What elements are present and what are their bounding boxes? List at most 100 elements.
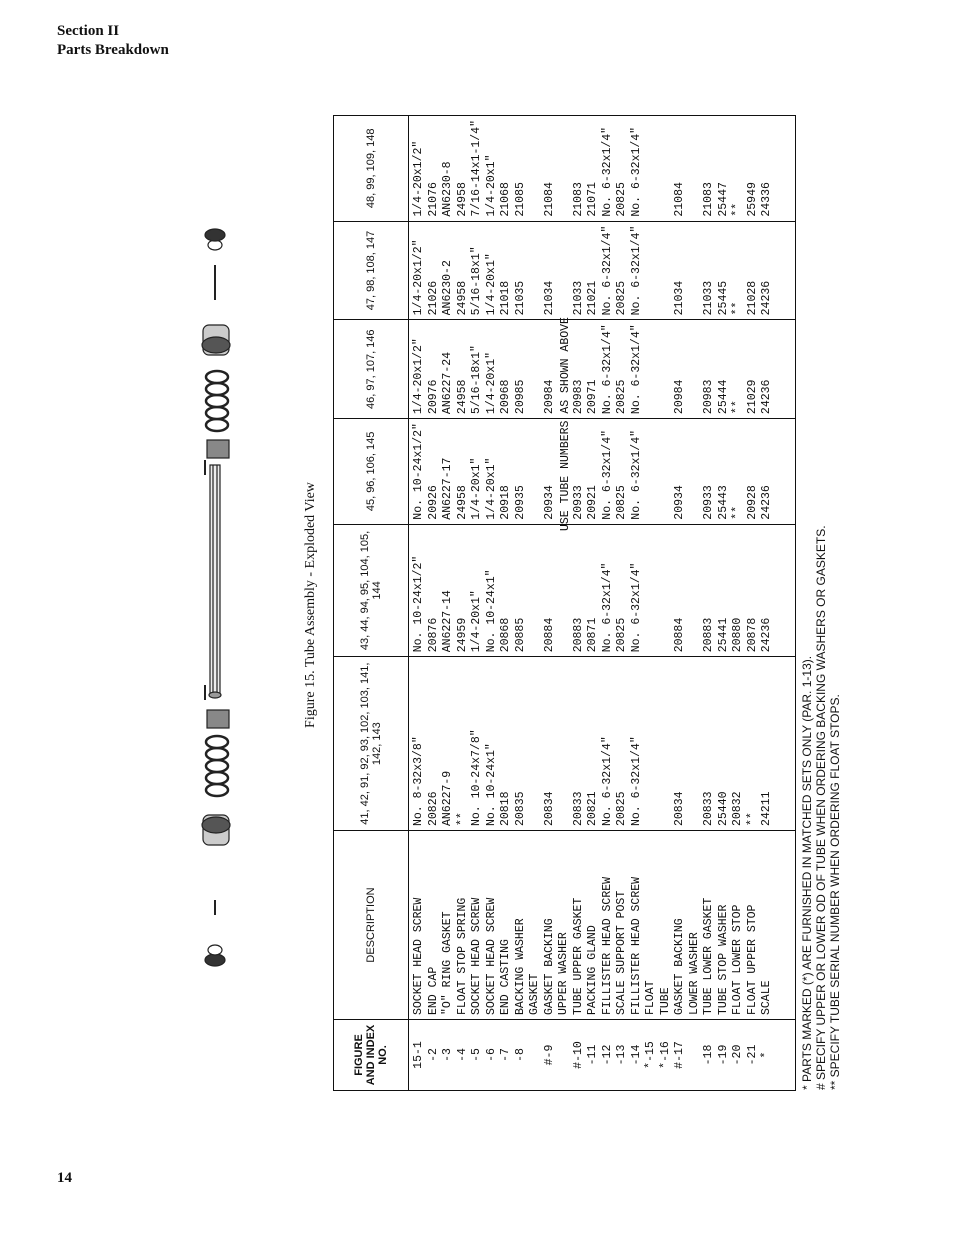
cell-c1 bbox=[659, 661, 674, 826]
cell-c6 bbox=[528, 120, 543, 217]
cell-c5: 21026 bbox=[426, 280, 440, 316]
cell-desc: TUBE UPPER GASKET bbox=[571, 897, 585, 1015]
use-tube-note: USE TUBE NUMBERS AS SHOWN ABOVE bbox=[559, 317, 572, 531]
cell-c5: 24236 bbox=[760, 280, 773, 316]
cell-fig bbox=[528, 1024, 543, 1086]
cell-fig bbox=[557, 1024, 572, 1086]
cell-fig: * bbox=[760, 1051, 773, 1059]
cell-c1: ** bbox=[455, 812, 469, 826]
cell-c3: No. 6-32x1/4" bbox=[629, 429, 643, 520]
cell-c4: AN6227-24 bbox=[441, 351, 454, 415]
cell-c4: 24958 bbox=[455, 379, 469, 415]
cell-c6: 21071 bbox=[586, 182, 599, 217]
section-label: Section II bbox=[57, 23, 120, 39]
cell-c6: No. 6-32x1/4" bbox=[600, 126, 614, 217]
cell-c6: No. 6-32x1/4" bbox=[629, 126, 643, 217]
cell-c3: 20825 bbox=[615, 485, 628, 520]
header-figure: FIGURE AND INDEX NO. bbox=[333, 1019, 409, 1091]
cell-fig: -19 bbox=[716, 1044, 730, 1066]
cell-c2: 20884 bbox=[673, 617, 686, 653]
cell-c3: 25443 bbox=[716, 485, 730, 520]
cell-c4: 1/4-20x1/2" bbox=[412, 338, 425, 415]
cell-desc: SCALE bbox=[760, 980, 773, 1015]
cell-c3: 1/4-20x1" bbox=[470, 457, 483, 520]
cell-c5: ** bbox=[731, 301, 744, 316]
cell-c4: 20968 bbox=[499, 379, 512, 415]
cell-c6: 24958 bbox=[455, 182, 469, 217]
cell-c2 bbox=[528, 529, 543, 653]
cell-c2: 20883 bbox=[702, 617, 715, 653]
section-title: Parts Breakdown bbox=[57, 42, 169, 58]
cell-c5 bbox=[659, 226, 674, 316]
cell-fig: -18 bbox=[702, 1044, 715, 1066]
cell-desc: GASKET bbox=[528, 973, 541, 1015]
cell-fig: -3 bbox=[441, 1048, 454, 1062]
cell-c3: 20933 bbox=[702, 485, 715, 520]
cell-c6 bbox=[659, 120, 674, 217]
cell-c5: No. 6-32x1/4" bbox=[600, 225, 614, 316]
cell-c4: 20971 bbox=[586, 379, 599, 415]
cell-fig: -12 bbox=[600, 1044, 614, 1066]
cell-c4: 20976 bbox=[426, 379, 440, 415]
cell-c2: 20880 bbox=[731, 617, 744, 653]
cell-fig: -21 bbox=[745, 1044, 759, 1066]
cell-c5 bbox=[528, 226, 543, 316]
parts-table: FIGURE AND INDEX NO. DESCRIPTION 41, 42,… bbox=[333, 115, 796, 1091]
cell-c5: 21033 bbox=[702, 280, 715, 316]
cell-c4: 20825 bbox=[615, 379, 628, 415]
cell-c5: 21034 bbox=[542, 280, 556, 316]
cell-c5: 1/4-20x1" bbox=[484, 253, 498, 316]
cell-c3: 20928 bbox=[745, 485, 759, 520]
cell-fig: -13 bbox=[615, 1044, 628, 1066]
cell-c5: AN6230-2 bbox=[441, 260, 454, 316]
cell-c1: No. 6-32x1/4" bbox=[600, 736, 614, 826]
cell-desc: FLOAT LOWER STOP bbox=[731, 904, 744, 1015]
cell-c5: 21033 bbox=[571, 280, 585, 316]
cell-fig: #-10 bbox=[571, 1041, 585, 1069]
cell-c6: 25949 bbox=[745, 182, 759, 217]
cell-c5: 21021 bbox=[586, 280, 599, 316]
cell-c6: 1/4-20x1/2" bbox=[412, 140, 425, 217]
cell-c3: 20918 bbox=[499, 485, 512, 520]
cell-c2 bbox=[644, 529, 659, 653]
cell-c1 bbox=[528, 661, 543, 826]
cell-c5: 25445 bbox=[716, 280, 730, 316]
cell-c3: 20921 bbox=[586, 485, 599, 520]
cell-desc: SOCKET HEAD SCREW bbox=[470, 897, 483, 1015]
cell-desc: TUBE LOWER GASKET bbox=[702, 897, 715, 1015]
header-col1: 41, 42, 91, 92, 93, 102, 103, 141, 142, … bbox=[333, 656, 409, 831]
cell-desc: SCALE SUPPORT POST bbox=[615, 890, 628, 1015]
cell-c3 bbox=[644, 423, 659, 520]
cell-c6 bbox=[688, 120, 703, 217]
cell-c2: 20885 bbox=[513, 617, 527, 653]
cell-c1: No. 10-24x7/8" bbox=[470, 729, 483, 826]
cell-c2: 20883 bbox=[571, 617, 585, 653]
cell-c2: No. 6-32x1/4" bbox=[600, 562, 614, 653]
cell-c5: 21034 bbox=[673, 280, 686, 316]
cell-c2: 1/4-20x1" bbox=[470, 590, 483, 653]
cell-c6: 21084 bbox=[542, 182, 556, 217]
cell-c5: 1/4-20x1/2" bbox=[412, 239, 425, 316]
parts-table-wrap: FIGURE AND INDEX NO. DESCRIPTION 41, 42,… bbox=[333, 115, 796, 1091]
cell-c3: 1/4-20x1" bbox=[484, 457, 498, 520]
cell-c4: ** bbox=[731, 400, 744, 415]
cell-desc: PACKING GLAND bbox=[586, 925, 599, 1015]
cell-fig: -6 bbox=[484, 1048, 498, 1062]
cell-fig: -14 bbox=[629, 1044, 643, 1066]
footnotes-wrap: * PARTS MARKED (*) ARE FURNISHED IN MATC… bbox=[800, 525, 860, 1090]
cell-c5 bbox=[688, 226, 703, 316]
cell-c3 bbox=[688, 423, 703, 520]
cell-c6 bbox=[557, 120, 572, 217]
footnote-1: * PARTS MARKED (*) ARE FURNISHED IN MATC… bbox=[800, 655, 814, 1090]
cell-c2: 24236 bbox=[760, 617, 773, 653]
cell-c2: 20868 bbox=[499, 617, 512, 653]
cell-c1: AN6227-9 bbox=[441, 770, 454, 826]
cell-c2: No. 6-32x1/4" bbox=[629, 562, 643, 653]
cell-fig: -20 bbox=[731, 1044, 744, 1066]
cell-c1: 20832 bbox=[731, 791, 744, 826]
cell-fig: -7 bbox=[499, 1048, 512, 1062]
cell-c1: No. 8-32x3/8" bbox=[412, 736, 425, 826]
